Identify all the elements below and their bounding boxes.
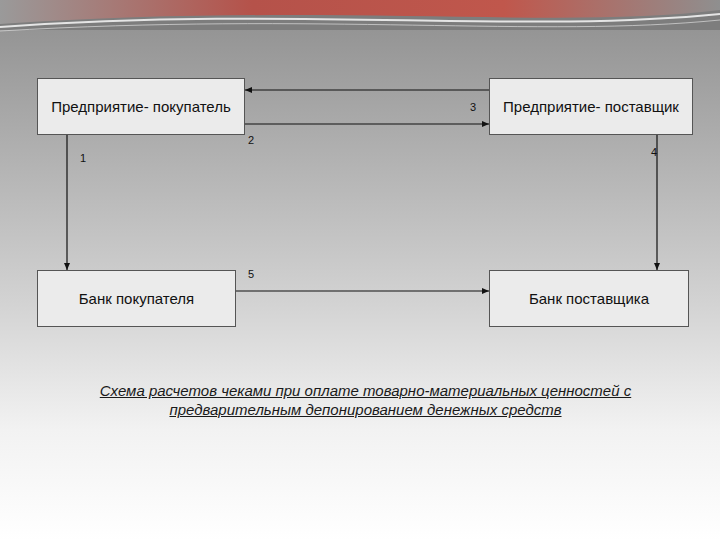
process-box: Предприятие- поставщик	[489, 78, 693, 135]
flow-arrow	[236, 290, 489, 291]
box-text: Предприятие- поставщик	[495, 97, 687, 117]
callout-number: 5	[248, 268, 254, 280]
box-text: Банк покупателя	[71, 289, 202, 309]
diagram-caption: Схема расчетов чеками при оплате товарно…	[38, 381, 693, 419]
callout-number: 1	[80, 152, 86, 164]
process-box: Предприятие- покупатель	[37, 78, 245, 135]
flow-arrow	[245, 89, 489, 90]
header-curve	[0, 14, 720, 27]
box-text: Банк поставщика	[521, 289, 657, 309]
header-band	[0, 0, 720, 30]
callout-number: 4	[651, 146, 657, 158]
callout-number: 2	[248, 134, 254, 146]
callout-number: 3	[470, 101, 476, 113]
process-box: Банк поставщика	[489, 270, 689, 327]
process-box: Банк покупателя	[37, 270, 236, 327]
header-curve	[0, 20, 720, 31]
flow-arrow	[245, 123, 489, 124]
flow-arrow	[66, 135, 67, 270]
box-text: Предприятие- покупатель	[43, 97, 239, 117]
